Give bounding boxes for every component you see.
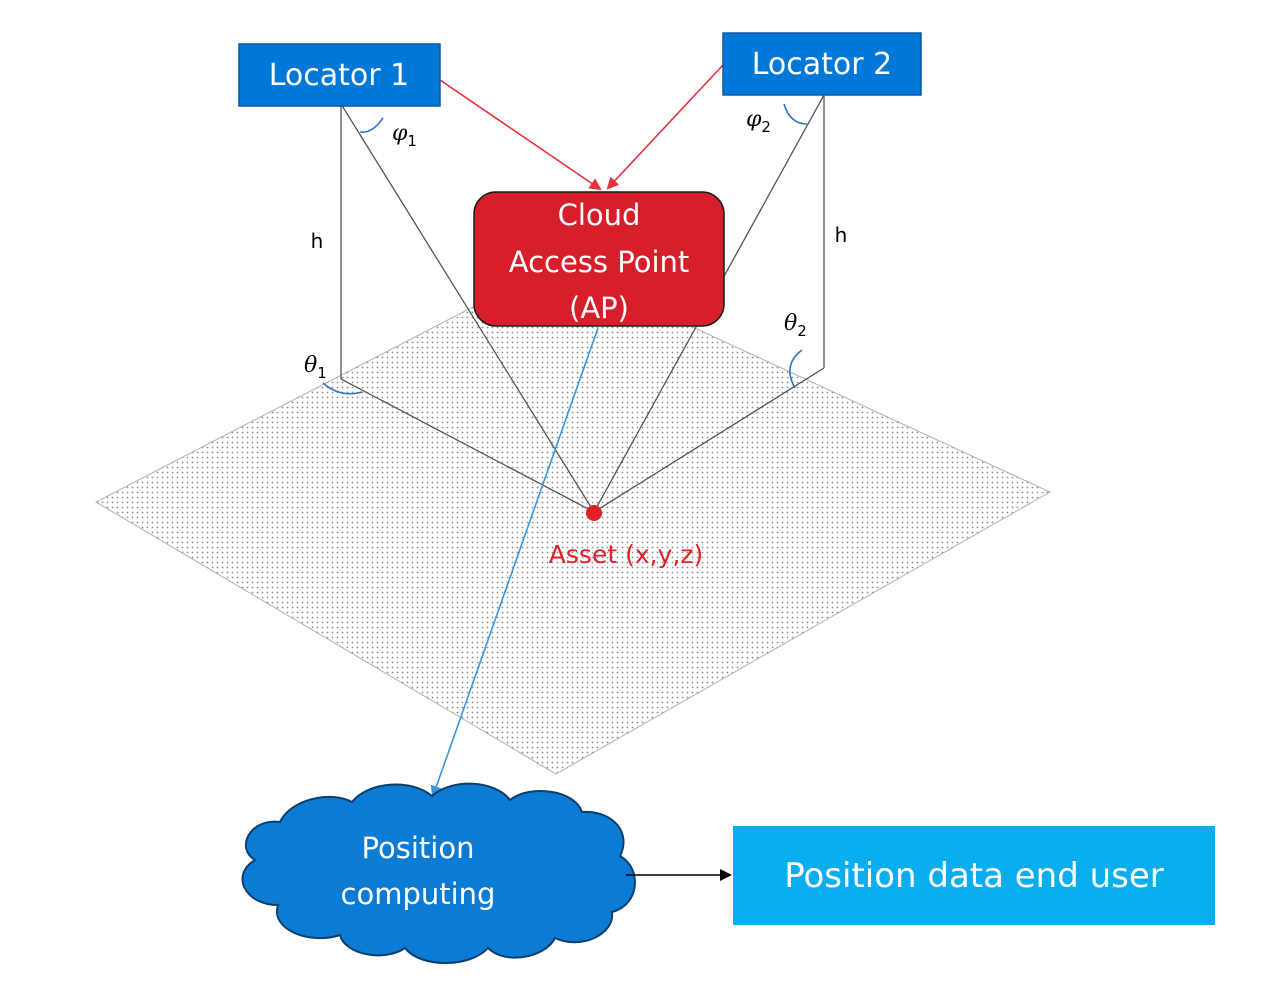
- locator2-to-ap-arrow: [606, 64, 724, 190]
- locator1-height-label: h: [311, 229, 324, 253]
- theta2-arc: [789, 349, 803, 389]
- locator1-to-ap-arrow: [439, 79, 602, 191]
- phi2-arc: [783, 103, 808, 125]
- locator2-height-label: h: [835, 223, 848, 247]
- phi1-arc: [359, 117, 384, 134]
- cloud-label-line2: computing: [341, 877, 496, 911]
- locator2-ground-line: [593, 367, 825, 513]
- asset-label: Asset (x,y,z): [549, 540, 703, 569]
- phi1-symbol: φ: [392, 121, 408, 146]
- theta2-subscript: 2: [797, 322, 807, 340]
- theta2-label: θ2: [784, 311, 807, 340]
- locator1-ground-line: [340, 378, 595, 513]
- theta1-arc: [322, 382, 363, 395]
- ap-to-cloud-arrow: [430, 327, 599, 798]
- phi2-symbol: φ: [746, 107, 762, 132]
- end-user-label: Position data end user: [784, 856, 1164, 896]
- angle-arcs: [322, 103, 808, 395]
- phi2-subscript: 2: [761, 118, 771, 136]
- phi1-label: φ1: [392, 121, 417, 150]
- locator1-box: Locator 1: [238, 43, 441, 107]
- position-computing-cloud: Position computing: [241, 782, 636, 964]
- locator1-ray-line: [340, 103, 595, 513]
- theta1-subscript: 1: [317, 364, 327, 382]
- cloud-label-line1: Position: [362, 831, 475, 865]
- phi1-subscript: 1: [407, 132, 417, 150]
- asset-marker: [586, 505, 602, 521]
- ap-label-line2: Access Point: [509, 245, 690, 279]
- locator2-label: Locator 2: [752, 47, 893, 82]
- end-user-box: Position data end user: [733, 826, 1215, 925]
- theta2-symbol: θ: [784, 311, 797, 336]
- floor-plane: [94, 263, 1052, 775]
- theta1-symbol: θ: [304, 353, 317, 378]
- locator2-box: Locator 2: [722, 32, 922, 96]
- locator1-label: Locator 1: [269, 58, 410, 93]
- ap-label-line3: (AP): [569, 291, 629, 325]
- phi2-label: φ2: [746, 107, 771, 136]
- access-point-box: Cloud Access Point (AP): [473, 191, 725, 327]
- ap-label-line1: Cloud: [558, 198, 641, 232]
- theta1-label: θ1: [304, 353, 327, 382]
